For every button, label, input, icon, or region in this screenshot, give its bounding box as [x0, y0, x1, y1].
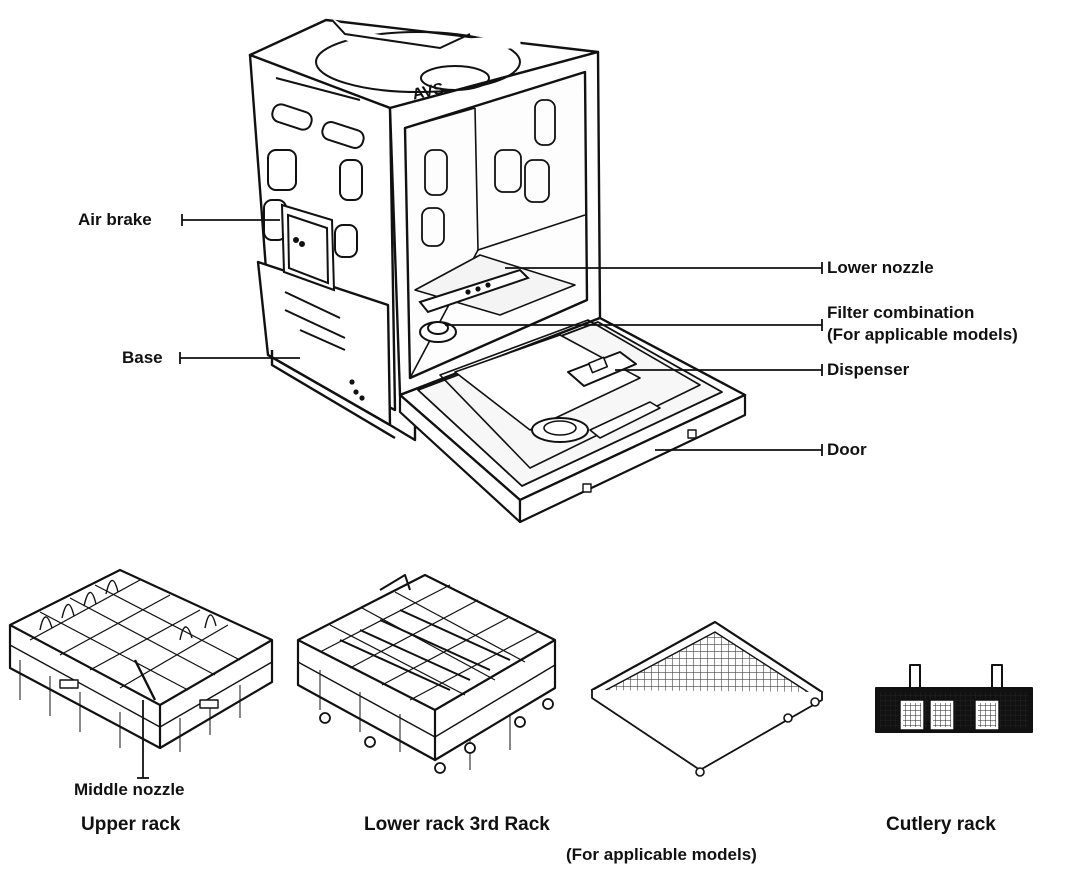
leader-lines: [137, 214, 823, 779]
lower-nozzle-label: Lower nozzle: [827, 258, 934, 277]
svg-text:AVS: AVS: [411, 80, 446, 103]
side-panel-embossing: [263, 103, 365, 351]
third-rack-illustration: [590, 620, 824, 777]
filter-applicable-note: (For applicable models): [827, 325, 1018, 344]
door-label: Door: [827, 440, 867, 459]
upper-rack-caption: Upper rack: [81, 814, 181, 835]
lower-nozzle-part: [418, 268, 530, 314]
lower-rack-caption: Lower rack 3rd Rack: [364, 814, 550, 835]
filter-combination-label: Filter combination: [827, 303, 975, 322]
cutlery-rack-illustration: [875, 664, 1033, 733]
air-brake-label: Air brake: [78, 210, 152, 229]
cutlery-rack-caption: Cutlery rack: [886, 814, 996, 835]
dispenser-label: Dispenser: [827, 360, 910, 379]
base-label: Base: [122, 348, 163, 367]
air-brake-part: [280, 203, 336, 292]
middle-nozzle-label: Middle nozzle: [74, 780, 185, 799]
door-panel: [398, 316, 747, 524]
top-panel-details: AVS: [275, 18, 522, 104]
third-rack-applicable-note: (For applicable models): [566, 845, 757, 864]
lower-rack-illustration: [296, 573, 557, 774]
base-vent-holes: [349, 379, 365, 401]
tub-wall-embossing: [421, 99, 556, 247]
filter-combination-part: [419, 321, 457, 343]
upper-rack-illustration: [8, 568, 274, 752]
